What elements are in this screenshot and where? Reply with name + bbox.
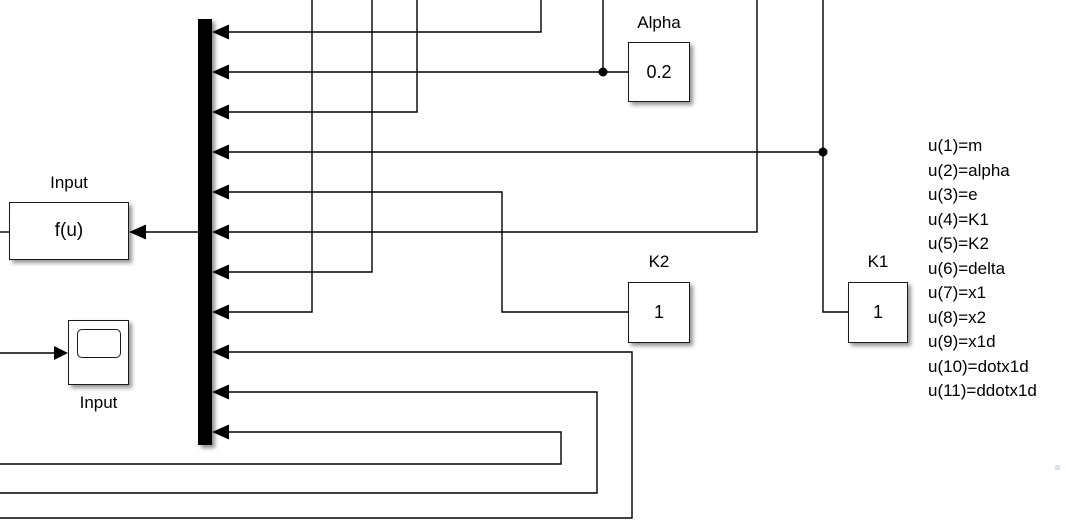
mux-port-arrowhead [212, 264, 229, 280]
annotation-text[interactable]: u(1)=m u(2)=alpha u(3)=e u(4)=K1 u(5)=K2 u(6)… [928, 134, 1037, 404]
scope-port-arrowhead [54, 346, 68, 360]
annotation-line: u(9)=x1d [928, 332, 996, 351]
mux-port-arrowhead [212, 104, 229, 120]
k1-block-label[interactable]: K1 [867, 252, 889, 271]
wire-mux-input-3[interactable] [229, 0, 418, 113]
scope-screen-icon [77, 329, 121, 358]
mux-port-arrowhead [212, 64, 229, 80]
annotation-line: u(4)=K1 [928, 209, 989, 229]
annotation-line: u(5)=K2 [928, 234, 989, 253]
wire-mux-input-8[interactable] [229, 0, 313, 313]
mux-port-arrowhead [212, 144, 229, 160]
mux-port-arrowhead [212, 304, 229, 320]
scope-block[interactable] [68, 320, 129, 385]
k2-constant-block[interactable]: 1 [628, 282, 690, 343]
wire-mux-input-11[interactable] [0, 431, 562, 465]
mux-port-arrowhead [212, 424, 229, 440]
wire-mux-input-6[interactable] [229, 0, 758, 233]
alpha-block-label[interactable]: Alpha [637, 13, 681, 32]
mux-port-arrowhead [212, 224, 229, 240]
k1-constant-value: 1 [872, 302, 883, 322]
fcn-port-arrowhead [129, 224, 146, 240]
annotation-line: u(2)=alpha [928, 160, 1010, 180]
k2-constant-value: 1 [653, 302, 664, 322]
mux-block[interactable] [198, 19, 212, 445]
wire-k1-output[interactable] [822, 0, 848, 313]
alpha-constant-value: 0.2 [646, 61, 672, 82]
k1-constant-block[interactable]: 1 [848, 282, 908, 343]
annotation-line: u(10)=dotx1d [928, 356, 1029, 376]
mux-port-arrowhead [212, 344, 229, 360]
annotation-line: u(1)=m [928, 136, 983, 155]
wire-mux-input-9[interactable] [0, 351, 633, 519]
wire-mux-input-10[interactable] [0, 391, 598, 494]
k2-block-label[interactable]: K2 [648, 252, 670, 271]
junction-dot-k1 [818, 147, 828, 157]
mux-port-arrowhead [212, 384, 229, 400]
mux-port-arrowhead [212, 184, 229, 200]
fcn-block-label[interactable]: Input [50, 173, 88, 192]
mux-port-arrowhead [212, 24, 229, 40]
fcn-block[interactable]: f(u) [9, 202, 129, 260]
ui-artifact [1055, 465, 1060, 470]
alpha-constant-block[interactable]: 0.2 [628, 42, 690, 102]
annotation-line: u(7)=x1 [928, 283, 987, 302]
wire-mux-input-1[interactable] [229, 0, 542, 33]
scope-block-label[interactable]: Input [79, 393, 118, 412]
fcn-expression: f(u) [54, 220, 84, 241]
annotation-line: u(11)=ddotx1d [928, 381, 1037, 400]
wire-mux-input-7[interactable] [229, 0, 373, 273]
annotation-line: u(6)=delta [928, 258, 1006, 278]
wire-mux-input-5[interactable] [229, 191, 628, 313]
annotation-line: u(8)=x2 [928, 307, 987, 327]
junction-dot-alpha [598, 67, 608, 77]
annotation-line: u(3)=e [928, 185, 978, 204]
